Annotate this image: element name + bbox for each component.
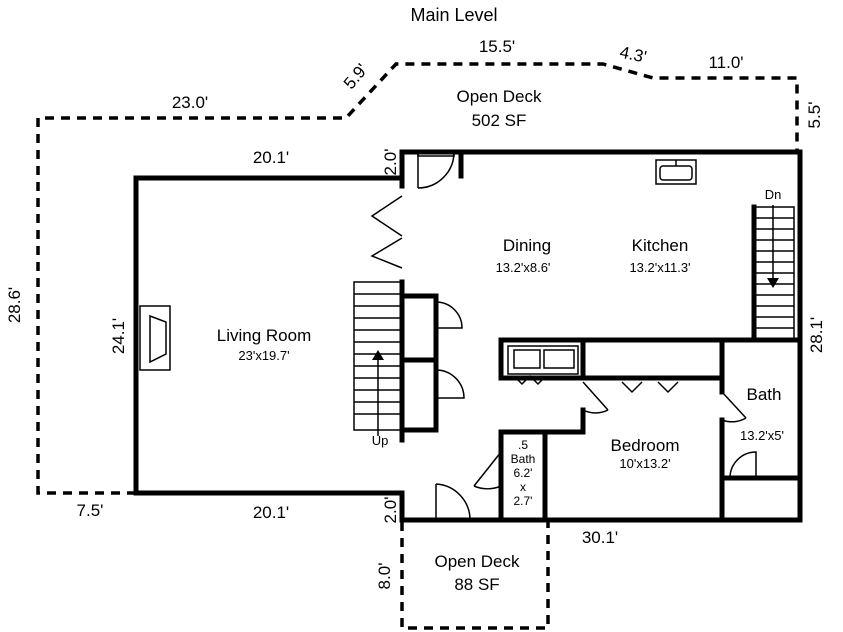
dim-deck-diag-left: 5.9': [340, 60, 372, 93]
fireplace: [139, 305, 171, 371]
dining-name: Dining: [503, 236, 551, 255]
dim-deck-left: 23.0': [172, 93, 208, 112]
kitchen-appliances: [507, 345, 579, 386]
dim-step-top: 2.0': [381, 149, 400, 176]
lower-deck-outline: [400, 522, 550, 630]
stair-block-wall: [399, 293, 439, 361]
dim-deck-top-right: 11.0': [708, 53, 743, 72]
bath-door: [721, 391, 747, 423]
bath-closet-door: [729, 451, 757, 479]
dim-lower-deck-left: 8.0': [375, 563, 394, 590]
lower-deck-name: Open Deck: [434, 552, 520, 571]
dim-deck-bottom-left: 7.5': [77, 501, 104, 520]
bath-name: Bath: [747, 385, 782, 404]
exterior-wall: [133, 149, 803, 523]
bedroom-name: Bedroom: [611, 436, 680, 455]
half-bath-label-3: 6.2': [514, 466, 533, 480]
kitchen-sink: [655, 159, 697, 185]
dim-deck-top: 15.5': [479, 37, 515, 56]
plan-title: Main Level: [410, 5, 497, 25]
bedroom-door: [582, 381, 609, 414]
bedroom-size: 10'x13.2': [619, 456, 670, 471]
lower-deck-area: 88 SF: [454, 575, 499, 594]
dim-step-bottom: 2.0': [381, 497, 400, 524]
bath-size: 13.2'x5': [740, 428, 784, 443]
half-bath-label-4: x: [520, 480, 526, 494]
stairs-up-label: Up: [372, 433, 389, 448]
bifold-door-living: [370, 195, 403, 269]
stairs-down: [753, 205, 795, 341]
entry-door-top: [417, 149, 464, 189]
kitchen-name: Kitchen: [632, 236, 689, 255]
kitchen-size: 13.2'x11.3': [629, 260, 690, 275]
stair-block-wall: [399, 357, 439, 433]
dim-living-top: 20.1': [253, 148, 289, 167]
living-room-name: Living Room: [217, 326, 312, 345]
dim-deck-diag-right: 4.3': [618, 43, 648, 67]
dim-living-left: 24.1': [109, 318, 128, 354]
stairs-down-label: Dn: [765, 187, 782, 202]
bedroom-closet-bifold: [621, 381, 679, 394]
half-bath-label-5: 2.7': [514, 494, 533, 508]
closet-door: [435, 301, 463, 329]
upper-deck-area: 502 SF: [472, 111, 527, 130]
living-room-size: 23'x19.7': [238, 348, 289, 363]
closet-door: [435, 369, 465, 399]
upper-deck-name: Open Deck: [456, 87, 542, 106]
stairs-up: [353, 281, 403, 436]
dim-deck-left-side: 28.6': [5, 287, 24, 323]
half-bath-label-1: .5: [518, 438, 528, 452]
dim-living-bottom: 20.1': [253, 503, 289, 522]
dim-house-right: 28.1': [807, 317, 826, 353]
dim-house-bottom: 30.1': [582, 528, 618, 547]
entry-door-bottom: [435, 483, 471, 521]
dining-size: 13.2'x8.6': [496, 260, 551, 275]
half-bath-label-2: Bath: [511, 452, 536, 466]
half-bath-door: [473, 451, 502, 490]
dim-deck-right: 5.5': [805, 102, 824, 129]
upper-deck-outline: [36, 62, 799, 495]
